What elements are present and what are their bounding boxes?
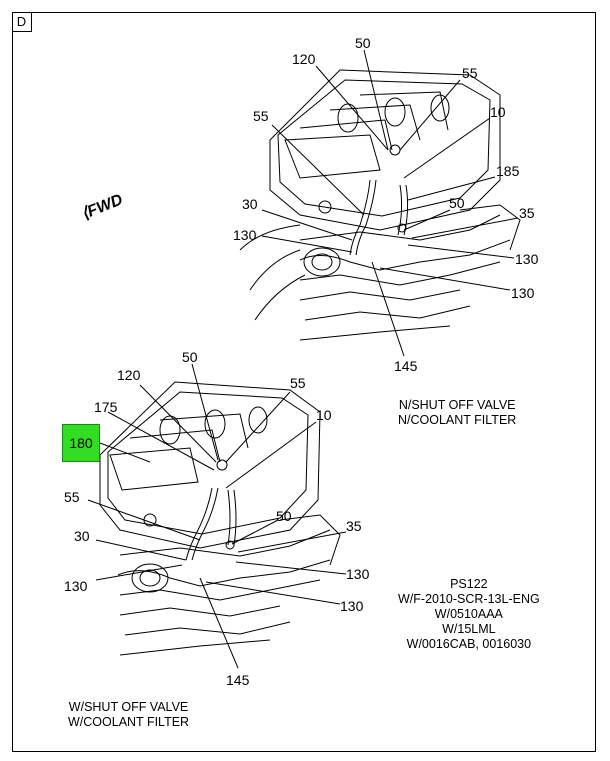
callout-label: 35 [346,518,362,534]
callout-label: 175 [94,399,118,415]
top-callouts: 50 120 55 10 55 185 30 50 35 130 130 130… [233,35,539,374]
callout-label: 30 [74,528,90,544]
section-letter: D [12,12,32,32]
callout-label: 130 [515,251,539,267]
callout-label: 120 [117,367,141,383]
callout-label: 50 [182,349,198,365]
callout-label: 55 [462,65,478,81]
bottom-view-note: W/SHUT OFF VALVE W/COOLANT FILTER [68,700,190,729]
callout-label: 10 [316,407,332,423]
callout-label: 50 [449,195,465,211]
callout-label: 130 [346,566,370,582]
callout-label: 130 [340,598,364,614]
applicability-note: PS122 W/F-2010-SCR-13L-ENG W/0510AAA W/1… [398,577,540,651]
top-leader-lines [261,49,519,357]
callout-label: 55 [253,108,269,124]
callout-label: 35 [519,205,535,221]
callout-label: 130 [511,285,535,301]
callout-label: 30 [242,196,258,212]
callout-label: 10 [490,104,506,120]
top-view-note: N/SHUT OFF VALVE N/COOLANT FILTER [398,398,517,427]
callout-label: 50 [276,508,292,524]
callout-label: 55 [64,489,80,505]
bottom-callouts: 50 120 55 175 10 55 50 35 30 130 130 130… [64,349,370,688]
callout-label: 55 [290,375,306,391]
callout-label: 120 [292,51,316,67]
callout-label: 185 [496,163,520,179]
callout-label: 50 [355,35,371,51]
highlighted-callout-180[interactable]: 180 [62,424,100,462]
callout-label: 130 [64,578,88,594]
diagram-frame [12,12,596,752]
callout-label: 130 [233,227,257,243]
callout-label: 145 [394,358,418,374]
top-engine-drawing [239,69,521,341]
bottom-leader-lines [87,363,347,669]
callout-label: 145 [226,672,250,688]
bottom-engine-drawing [99,381,341,656]
